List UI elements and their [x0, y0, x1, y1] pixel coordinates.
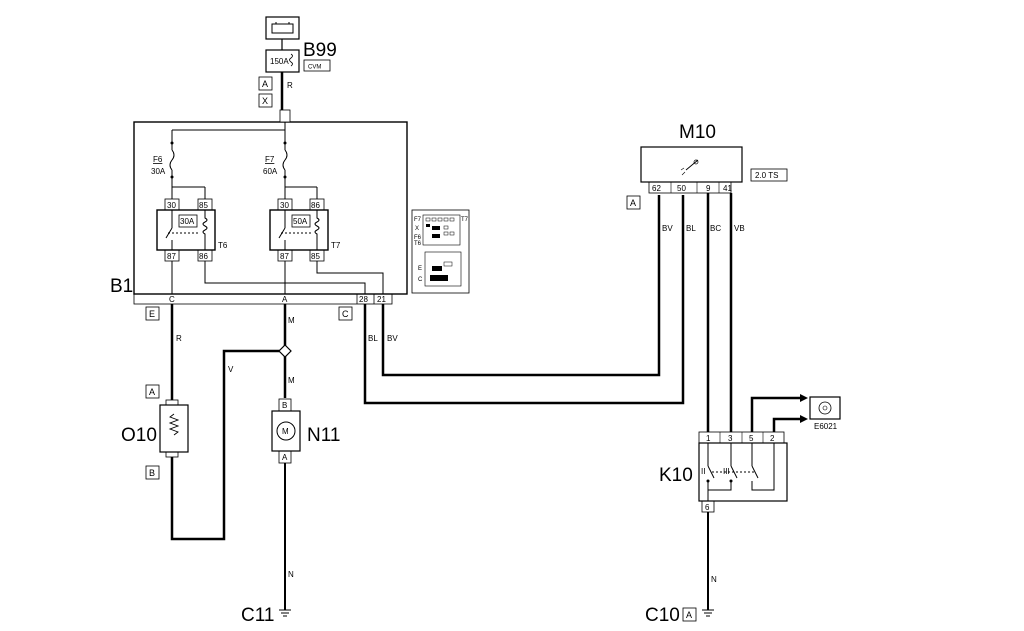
connector-c-mid	[338, 306, 353, 321]
fuse-f6: F6 30A	[151, 141, 175, 199]
svg-text:C: C	[342, 309, 349, 319]
svg-text:E: E	[149, 309, 155, 319]
b1-location-inset: F7 X F6 T6 T7 E C	[411, 209, 470, 294]
svg-text:85: 85	[311, 252, 320, 261]
k10-label: K10	[659, 465, 693, 486]
svg-text:3: 3	[728, 434, 733, 443]
svg-text:F6: F6	[153, 155, 163, 164]
svg-text:II: II	[701, 467, 705, 476]
svg-text:A: A	[282, 295, 288, 304]
b1-label: B1	[110, 276, 133, 297]
svg-text:F7: F7	[265, 155, 275, 164]
b99-fuse-box: 150A	[265, 49, 300, 73]
connector-a-o10	[145, 384, 160, 399]
wire-bl-m10: BL	[686, 224, 696, 233]
svg-text:28: 28	[359, 295, 368, 304]
pressure-switch-icon	[809, 396, 841, 420]
svg-text:A: A	[149, 387, 155, 397]
b99-label: B99	[303, 40, 337, 61]
svg-text:M: M	[282, 427, 289, 436]
svg-text:62: 62	[652, 184, 661, 193]
m10-variant: 2.0 TS	[755, 171, 778, 180]
c11-label: C11	[241, 605, 274, 626]
relay-t7: 30 86 50A 87 85 T7	[269, 186, 341, 262]
svg-text:50A: 50A	[293, 217, 308, 226]
svg-text:T6: T6	[414, 241, 422, 247]
wire-m-lower: M	[288, 376, 295, 385]
svg-text:30A: 30A	[151, 167, 166, 176]
svg-text:86: 86	[311, 201, 320, 210]
wire-bv-b1: BV	[387, 334, 398, 343]
svg-text:B: B	[282, 401, 287, 410]
splice-junction	[278, 344, 292, 358]
svg-text:III: III	[723, 467, 730, 476]
svg-text:41: 41	[723, 184, 732, 193]
svg-text:C: C	[169, 295, 175, 304]
connector-a-m10	[626, 195, 641, 210]
svg-text:E: E	[418, 266, 422, 272]
c10-label: C10	[645, 605, 680, 626]
o10-label: O10	[121, 425, 157, 446]
battery-icon	[265, 16, 300, 50]
relay-t6: 30 85 30A 87 86 T6	[156, 186, 228, 262]
svg-text:2: 2	[770, 434, 775, 443]
svg-text:87: 87	[280, 252, 289, 261]
svg-text:B: B	[149, 468, 155, 478]
m10-box	[640, 146, 743, 183]
svg-text:21: 21	[377, 295, 386, 304]
wire-bc-m10: BC	[710, 224, 721, 233]
svg-text:60A: 60A	[263, 167, 278, 176]
connector-a-c10	[682, 607, 697, 622]
svg-text:86: 86	[199, 252, 208, 261]
svg-text:F7: F7	[414, 217, 422, 223]
wire-m-upper: M	[288, 316, 295, 325]
relay-t7-label: T7	[331, 241, 341, 250]
svg-text:30A: 30A	[180, 217, 195, 226]
m10-label: M10	[679, 122, 716, 143]
connector-e-left	[145, 306, 160, 321]
wire-bv-m10: BV	[662, 224, 673, 233]
svg-text:X: X	[415, 226, 419, 232]
wire-r-top: R	[287, 81, 293, 90]
relay-t6-label: T6	[218, 241, 228, 250]
svg-text:F6: F6	[414, 235, 422, 241]
svg-text:A: A	[686, 610, 692, 620]
svg-text:A: A	[630, 198, 636, 208]
wire-bl-b1: BL	[368, 334, 378, 343]
svg-text:5: 5	[749, 434, 754, 443]
wire-r-left: R	[176, 334, 182, 343]
svg-text:50: 50	[677, 184, 686, 193]
n11-label: N11	[307, 425, 340, 446]
wire-vb-m10: VB	[734, 224, 745, 233]
injector-icon	[680, 159, 699, 176]
ground-c10-icon	[702, 609, 714, 617]
svg-text:C: C	[418, 277, 423, 283]
svg-text:9: 9	[706, 184, 711, 193]
b99-tag: CVM	[308, 65, 321, 71]
svg-text:6: 6	[705, 503, 710, 512]
fuse-f7: F7 60A	[263, 141, 288, 199]
svg-text:A: A	[262, 79, 268, 89]
wire-v: V	[228, 365, 234, 374]
ground-c11-icon	[279, 609, 291, 617]
connector-b-o10	[145, 465, 160, 480]
svg-text:85: 85	[199, 201, 208, 210]
b99-fuse-rating: 150A	[270, 57, 289, 66]
svg-text:30: 30	[167, 201, 176, 210]
wire-n-c10: N	[711, 575, 717, 584]
svg-text:X: X	[262, 96, 268, 106]
wire-n-c11: N	[288, 570, 294, 579]
svg-text:A: A	[282, 453, 288, 462]
connector-a-top	[258, 76, 273, 91]
switch-k10: 1 3 5 2 II III 6	[698, 431, 788, 513]
svg-text:30: 30	[280, 201, 289, 210]
motor-n11: B M A	[271, 398, 301, 464]
heater-o10	[159, 399, 189, 458]
connector-x-top	[258, 93, 273, 108]
svg-text:1: 1	[706, 434, 711, 443]
svg-text:87: 87	[167, 252, 176, 261]
e6021-label: E6021	[814, 422, 838, 431]
svg-text:T7: T7	[461, 217, 469, 223]
